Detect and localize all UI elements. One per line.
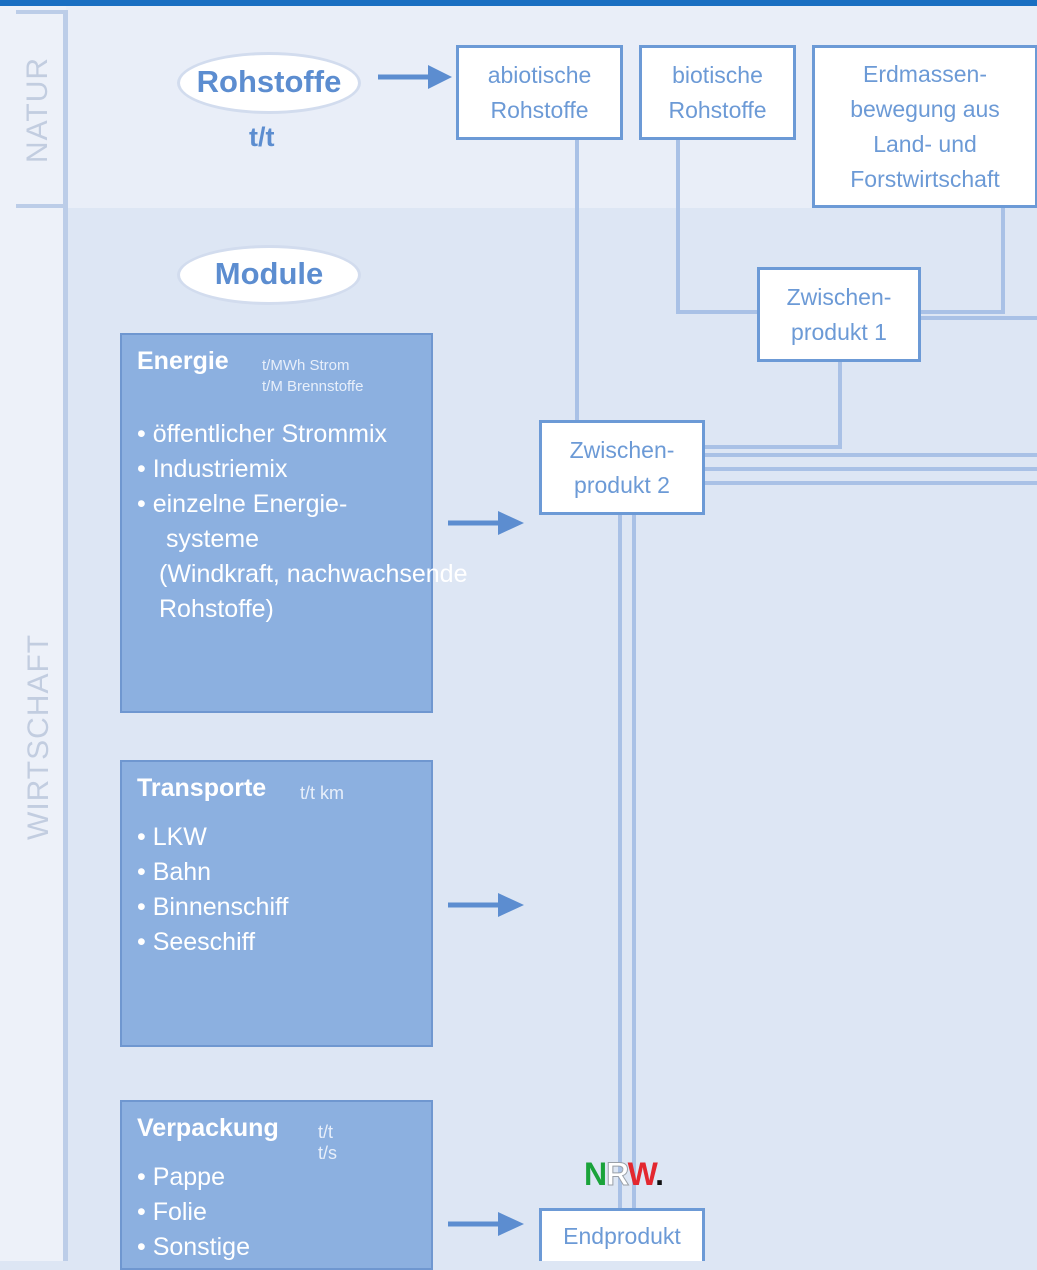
top-accent-bar [0, 0, 1037, 6]
nrw-logo-w: W [627, 1156, 656, 1192]
module-transporte-title: Transporte [137, 774, 267, 802]
list-item: Seeschiff [137, 925, 288, 960]
module-energie-list: öffentlicher Strommix Industriemix einze… [137, 417, 468, 627]
module-energie-units: t/MWh Strom t/M Brennstoffe [262, 357, 364, 395]
arrow-verpackung [448, 1212, 524, 1236]
list-item: LKW [137, 820, 288, 855]
rohstoffe-oval: Rohstoffe [177, 52, 361, 114]
list-item: einzelne Energie- systeme (Windkraft, na… [137, 487, 468, 627]
module-verpackung-list: Pappe Folie Sonstige [137, 1160, 250, 1265]
endprodukt-box: Endprodukt [539, 1208, 705, 1261]
arrow-energie [448, 511, 524, 535]
side-divider-line [63, 10, 68, 1261]
arrow-transporte [448, 893, 524, 917]
left-strip [0, 6, 66, 1261]
list-item: Binnenschiff [137, 890, 289, 925]
list-item: Bahn [137, 855, 288, 890]
nrw-logo-r: R [606, 1156, 629, 1193]
module-oval: Module [177, 245, 361, 305]
nrw-logo-dot: . [655, 1156, 664, 1192]
list-item: Folie [137, 1195, 250, 1230]
module-transporte: Transporte t/t km LKW Bahn Binnenschiff … [120, 760, 433, 1047]
zwischenprodukt-2-box: Zwischen- produkt 2 [539, 420, 705, 515]
rohstoffe-unit: t/t [249, 122, 275, 152]
module-energie-title: Energie [137, 347, 229, 375]
module-verpackung-units: t/t t/s [318, 1122, 338, 1163]
arrow-rohstoffe-to-abiotische [378, 65, 452, 89]
side-tick-top [16, 10, 66, 14]
list-item: Industriemix [137, 452, 427, 487]
list-item: Sonstige [137, 1230, 250, 1265]
side-tick-middle [16, 204, 66, 208]
module-energie: Energie t/MWh Strom t/M Brennstoffe öffe… [120, 333, 468, 713]
nrw-logo-n: N [584, 1156, 607, 1192]
biotische-rohstoffe-box: biotische Rohstoffe [639, 45, 796, 140]
module-verpackung: Verpackung t/t t/s Pappe Folie Sonstige [120, 1100, 433, 1270]
list-item: Pappe [137, 1160, 250, 1195]
nrw-logo: NRW. [584, 1156, 664, 1193]
module-transporte-units: t/t km [300, 783, 344, 803]
module-verpackung-title: Verpackung [137, 1114, 279, 1142]
module-transporte-list: LKW Bahn Binnenschiff Seeschiff [137, 820, 289, 960]
erdmassenbewegung-box: Erdmassen- bewegung aus Land- und Forstw… [812, 45, 1037, 208]
abiotische-rohstoffe-box: abiotische Rohstoffe [456, 45, 623, 140]
zwischenprodukt-1-box: Zwischen- produkt 1 [757, 267, 921, 362]
list-item: öffentlicher Strommix [137, 417, 427, 452]
